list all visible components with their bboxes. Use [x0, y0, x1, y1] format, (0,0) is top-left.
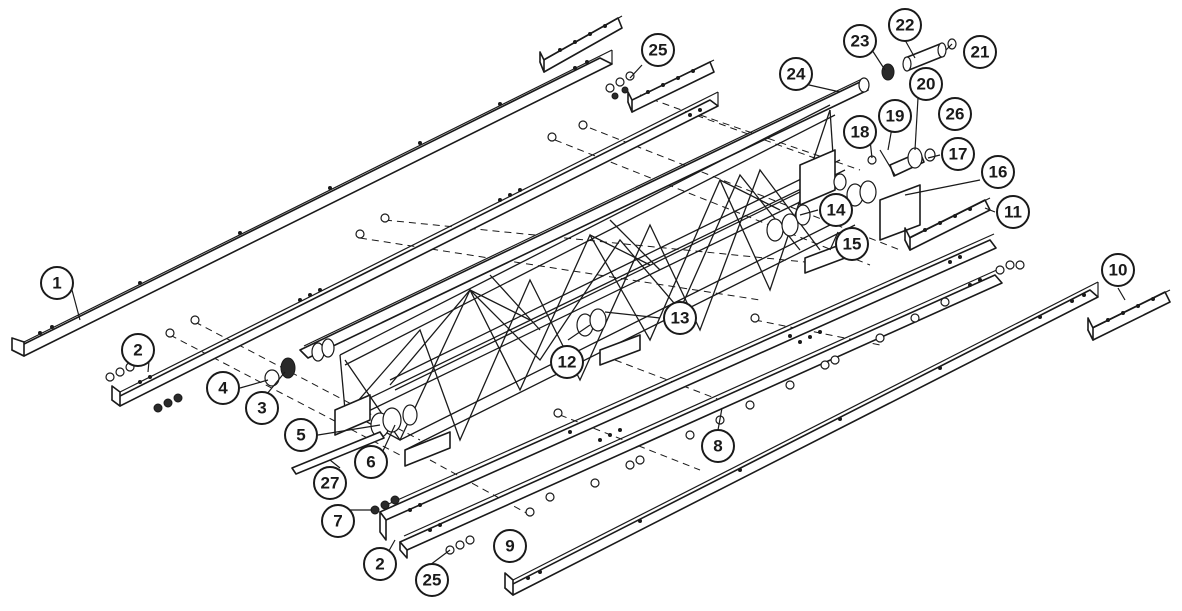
angle-rail-part-1	[11, 49, 613, 357]
callout-label: 20	[917, 75, 936, 94]
angle-plate-top	[539, 15, 623, 73]
callout-3: 3	[245, 391, 279, 425]
callout-16: 16	[981, 155, 1015, 189]
callout-7: 7	[321, 504, 355, 538]
hardware-bolts	[105, 71, 1025, 555]
callout-15: 15	[835, 227, 869, 261]
callout-label: 10	[1109, 261, 1128, 280]
callout-18: 18	[843, 115, 877, 149]
callout-12: 12	[550, 345, 584, 379]
callout-label: 13	[671, 309, 690, 328]
callout-2-bottom: 2	[363, 547, 397, 581]
alignment-line	[169, 334, 401, 456]
callout-label: 17	[949, 145, 968, 164]
angle-rail-part-2-lower	[379, 233, 1003, 559]
callout-21: 21	[963, 35, 997, 69]
truss-frame	[339, 104, 856, 451]
angle-plate-part-10	[1087, 289, 1171, 341]
callout-label: 4	[218, 379, 228, 398]
callout-9: 9	[493, 529, 527, 563]
callout-label: 21	[971, 43, 990, 62]
callout-24: 24	[779, 57, 813, 91]
callout-25-bottom: 25	[415, 563, 449, 597]
callout-23: 23	[843, 24, 877, 58]
callout-label: 18	[851, 123, 870, 142]
callout-26: 26	[938, 97, 972, 131]
callout-label: 11	[1004, 203, 1022, 222]
callout-label: 12	[558, 353, 577, 372]
end-assembly	[867, 38, 957, 177]
callout-label: 5	[296, 426, 305, 445]
shaft-end-parts-3-4	[264, 357, 296, 387]
callout-label: 26	[946, 105, 965, 124]
callout-label: 2	[375, 555, 384, 574]
callout-label: 25	[423, 571, 442, 590]
callout-label: 25	[649, 41, 668, 60]
callout-label: 3	[257, 399, 266, 418]
alignment-line	[384, 219, 806, 263]
rod-part-27	[291, 431, 385, 475]
callout-19: 19	[878, 99, 912, 133]
callout-14: 14	[819, 193, 853, 227]
callout-label: 7	[333, 512, 342, 531]
alignment-line	[359, 237, 761, 301]
callout-label: 22	[896, 16, 915, 35]
callout-label: 27	[321, 474, 340, 493]
alignment-line	[639, 94, 821, 161]
callout-6: 6	[354, 445, 388, 479]
angle-rail-part-9	[504, 281, 1099, 596]
callout-label: 15	[843, 235, 862, 254]
callout-10: 10	[1101, 253, 1135, 287]
callout-label: 6	[366, 453, 375, 472]
frame-brackets	[334, 149, 921, 467]
callout-2: 2	[121, 333, 155, 367]
callout-4: 4	[206, 371, 240, 405]
alignment-line	[614, 359, 721, 401]
callout-11: 11	[996, 195, 1030, 229]
alignment-line	[754, 319, 881, 346]
angle-rail-part-2-upper	[111, 91, 719, 407]
callout-27: 27	[313, 466, 347, 500]
angle-plate-upper-right	[627, 59, 715, 113]
callout-1: 1	[40, 266, 74, 300]
callout-label: 19	[886, 107, 905, 126]
callout-label: 9	[505, 537, 514, 556]
callout-22: 22	[888, 8, 922, 42]
callout-20: 20	[909, 67, 943, 101]
callout-label: 1	[52, 274, 61, 293]
callout-17: 17	[941, 137, 975, 171]
callout-8: 8	[701, 429, 735, 463]
callout-13: 13	[663, 301, 697, 335]
callout-label: 14	[827, 201, 846, 220]
callout-label: 24	[787, 65, 806, 84]
tube-part-24	[299, 77, 870, 362]
callout-5: 5	[284, 418, 318, 452]
callout-label: 2	[133, 341, 142, 360]
callout-25-top: 25	[641, 33, 675, 67]
frame-bearings	[370, 173, 877, 438]
callout-label: 23	[851, 32, 870, 51]
callout-label: 8	[713, 437, 722, 456]
callout-label: 16	[989, 163, 1008, 182]
